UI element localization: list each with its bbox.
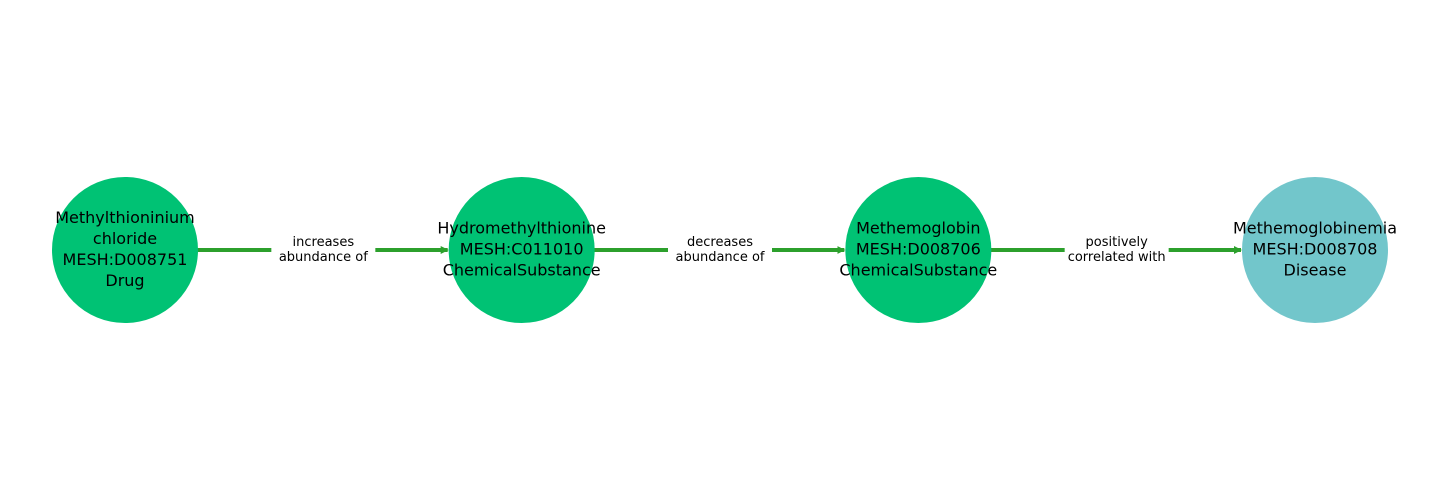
node-label-line: Methylthioninium xyxy=(55,208,195,227)
node-circle[interactable] xyxy=(845,177,992,323)
node-label-line: ChemicalSubstance xyxy=(443,261,601,280)
edge-label-line: decreases xyxy=(687,235,753,250)
node-label-line: MESH:D008706 xyxy=(856,240,981,259)
node-label-line: MESH:D008751 xyxy=(63,250,188,269)
node-label-line: Disease xyxy=(1284,261,1347,280)
edge-label-background xyxy=(1064,233,1169,267)
node-label-line: ChemicalSubstance xyxy=(839,261,997,280)
edge-label-background xyxy=(668,233,772,267)
node-label-line: Hydromethylthionine xyxy=(437,219,606,238)
edge-label-background xyxy=(271,233,376,267)
edge-label-line: abundance of xyxy=(676,250,765,265)
node-circle[interactable] xyxy=(448,177,595,323)
nodes-layer: Methylthioninium chlorideMESH:D008751Drug… xyxy=(52,177,1397,323)
node-label-line: MESH:C011010 xyxy=(460,240,584,259)
node-circle[interactable] xyxy=(52,177,198,323)
node-label-line: Drug xyxy=(105,271,144,290)
node-circle[interactable] xyxy=(1242,177,1388,323)
edge-label-line: positively xyxy=(1086,235,1149,250)
node-label-line: MESH:D008708 xyxy=(1253,240,1378,259)
node-label-line: chloride xyxy=(93,229,157,248)
graph-node[interactable]: HydromethylthionineMESH:C011010ChemicalS… xyxy=(437,177,606,323)
edge-label-line: increases xyxy=(293,235,355,250)
node-label-line: Methemoglobinemia xyxy=(1233,219,1397,238)
edge-label-line: correlated with xyxy=(1068,250,1166,265)
node-label-line: Methemoglobin xyxy=(856,219,980,238)
edge-label-line: abundance of xyxy=(279,250,368,265)
graph-node[interactable]: MethemoglobinMESH:D008706ChemicalSubstan… xyxy=(839,177,997,323)
